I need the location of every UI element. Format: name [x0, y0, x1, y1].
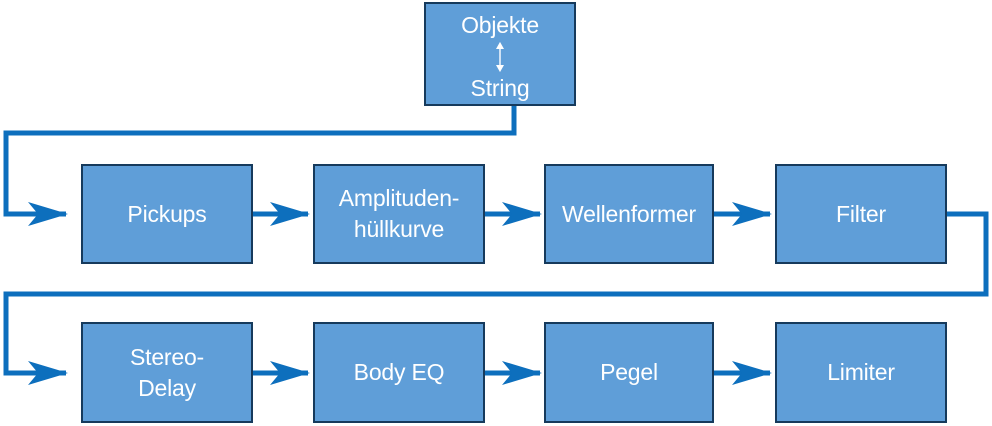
filter-box: Filter	[775, 164, 947, 264]
filter-label: Filter	[836, 200, 886, 227]
stereo-delay-box: Stereo- Delay	[81, 322, 253, 423]
connector-filter-to-delay	[3, 211, 989, 385]
body-eq-label: Body EQ	[353, 359, 445, 385]
pickups-box: Pickups	[81, 164, 253, 264]
level-label: Pegel	[600, 359, 658, 385]
limiter-label: Limiter	[827, 359, 895, 385]
amplitude-label-line1: Amplituden-	[338, 185, 460, 211]
limiter-box: Limiter	[775, 322, 947, 423]
source-box: Objekte String	[424, 2, 576, 106]
double-arrow-vertical-icon	[496, 41, 504, 73]
waveshaper-label: Wellenformer	[562, 200, 696, 227]
connector-source-to-pickups	[3, 106, 517, 226]
amplitude-label-line2: hüllkurve	[353, 216, 445, 242]
delay-label-line2: Delay	[138, 374, 196, 401]
source-label-string: String	[470, 75, 530, 101]
level-box: Pegel	[544, 322, 714, 423]
source-label-objects: Objekte	[461, 12, 539, 38]
waveshaper-box: Wellenformer	[544, 164, 714, 264]
pickups-label: Pickups	[127, 200, 207, 227]
body-eq-box: Body EQ	[313, 322, 485, 423]
delay-label-line1: Stereo-	[129, 343, 205, 370]
amplitude-envelope-box: Amplituden- hüllkurve	[313, 164, 485, 264]
